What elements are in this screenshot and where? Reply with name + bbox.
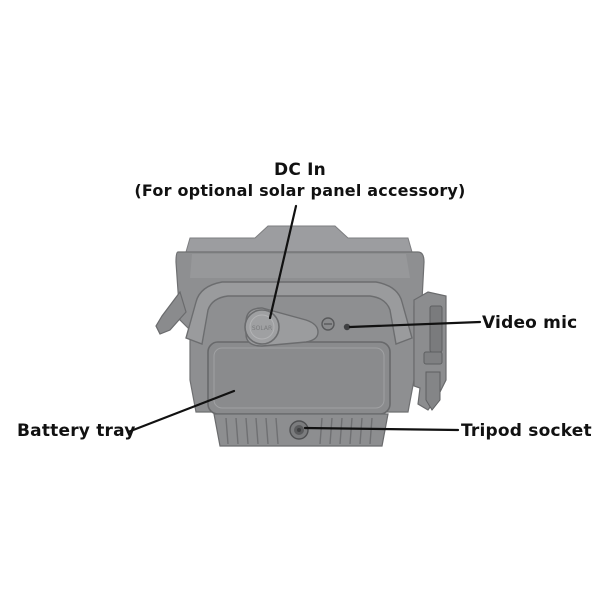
camera-top-ridge (185, 225, 413, 253)
camera-upper-panel (190, 254, 410, 278)
dc-in-label-title: DC In (274, 160, 326, 180)
callout-line-tripod-socket (303, 426, 460, 432)
tripod-socket-label: Tripod socket (461, 421, 592, 441)
video-mic-hole (343, 323, 351, 331)
battery-tray-label: Battery tray (17, 421, 136, 441)
tripod-socket (289, 420, 309, 440)
battery-tray-door (207, 341, 391, 415)
left-latch-clip (155, 290, 187, 335)
callout-line-video-mic (348, 320, 482, 329)
right-mount-bracket (413, 291, 447, 411)
callout-lines (126, 204, 482, 434)
strap-arch (185, 281, 413, 345)
dc-in-label-subtitle: (For optional solar panel accessory) (134, 181, 466, 200)
cap-screw (321, 317, 335, 331)
callout-line-battery-tray (126, 389, 236, 434)
dc-in-cap-text: SOLAR (252, 325, 272, 332)
callout-line-dc-in (268, 204, 298, 320)
video-mic-label: Video mic (482, 313, 578, 333)
